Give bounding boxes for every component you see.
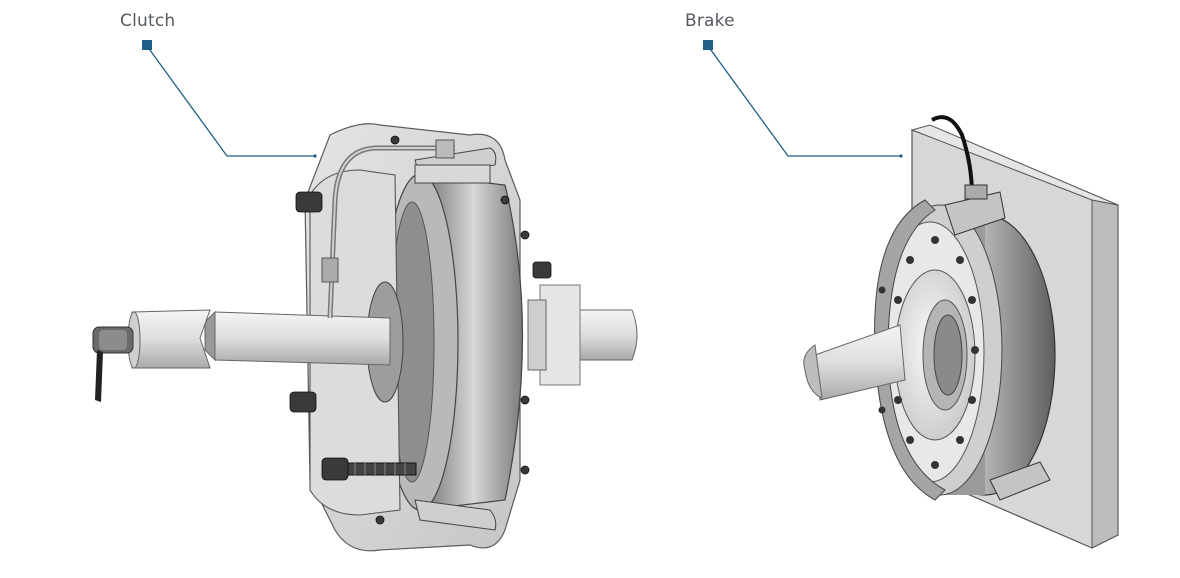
clutch-marker bbox=[142, 40, 152, 50]
brake-label: Brake bbox=[685, 11, 735, 31]
clutch-illustration bbox=[92, 123, 638, 552]
clutch-label: Clutch bbox=[120, 11, 176, 31]
brake-illustration bbox=[803, 115, 1119, 549]
brake-marker bbox=[703, 40, 713, 50]
brake-leader-line bbox=[707, 45, 900, 157]
clutch-callout bbox=[142, 40, 317, 158]
brake-callout bbox=[703, 40, 903, 158]
clutch-leader-line bbox=[146, 45, 314, 157]
